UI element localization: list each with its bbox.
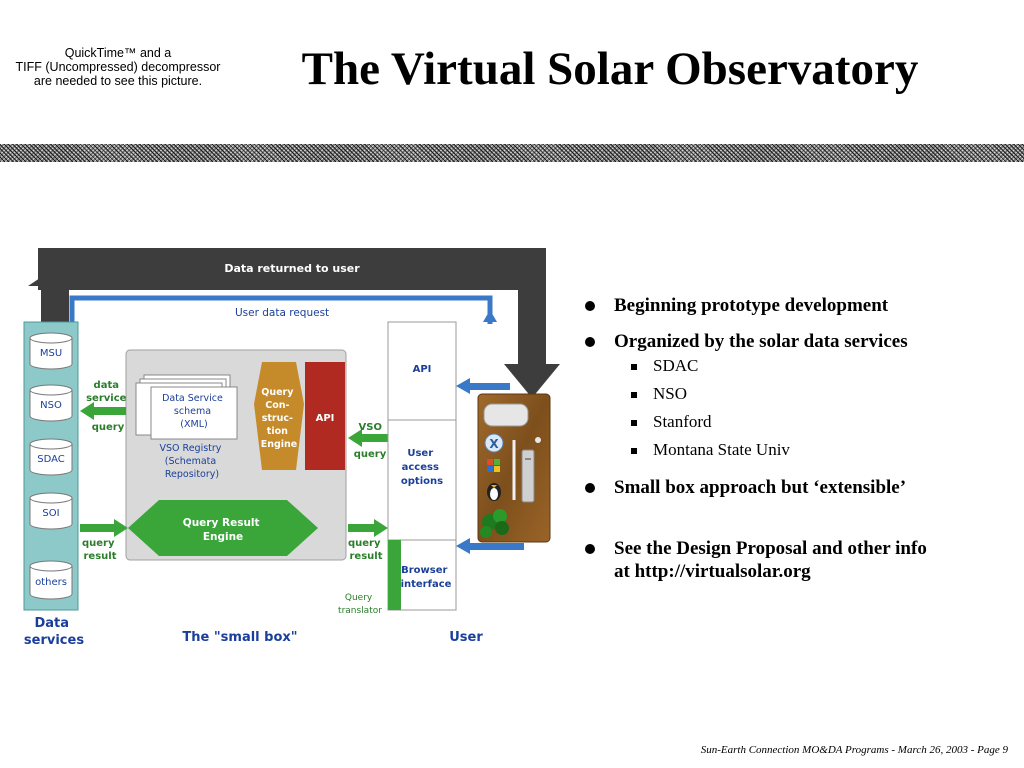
svg-text:others: others xyxy=(35,577,67,588)
user-data-request-label: User data request xyxy=(235,307,329,319)
sub-bullet-square xyxy=(631,448,637,454)
windows-icon xyxy=(487,459,500,472)
sub-bullet-square xyxy=(631,392,637,398)
vso-query-flow: VSO query xyxy=(348,422,388,460)
user-data-request-flow: User data request xyxy=(69,295,497,326)
query-result-right-flow: query result xyxy=(348,519,388,562)
svg-text:SOI: SOI xyxy=(42,508,59,519)
bullet-prototype: Beginning prototype development xyxy=(582,294,1012,317)
data-service-sdac: SDAC xyxy=(29,438,73,476)
bullet-dot xyxy=(585,301,595,311)
user-access-options-label: User access options xyxy=(401,448,443,487)
svg-text:Query Result Engine: Query Result Engine xyxy=(183,517,263,543)
bullet-dot xyxy=(585,544,595,554)
sub-bullet-sdac: SDAC xyxy=(582,356,1012,376)
user-label: User xyxy=(449,630,483,645)
small-box-label: The "small box" xyxy=(182,630,297,645)
data-service-msu: MSU xyxy=(29,332,73,370)
sub-bullet-list: SDAC NSO Stanford Montana State Univ xyxy=(582,356,1012,460)
mac-os-icon: X xyxy=(484,433,504,453)
plant-icon xyxy=(480,509,509,538)
sub-bullet-square xyxy=(631,420,637,426)
sub-bullet-montana: Montana State Univ xyxy=(582,440,1012,460)
query-construction-engine xyxy=(254,362,304,470)
svg-text:MSU: MSU xyxy=(40,348,62,359)
svg-text:query result: query result xyxy=(348,538,384,562)
qt-line-2: TIFF (Uncompressed) decompressor xyxy=(15,60,221,74)
vso-registry-label: VSO Registry (Schemata Repository) xyxy=(160,443,225,480)
inner-api-block xyxy=(305,362,345,470)
user-column: API User access options Browser interfac… xyxy=(338,321,483,645)
svg-text:X: X xyxy=(489,437,499,451)
sub-bullet-stanford: Stanford xyxy=(582,412,1012,432)
query-translator-label: Query translator xyxy=(338,593,382,616)
svg-text:data service query: data service query xyxy=(86,380,130,433)
title-divider xyxy=(0,144,1024,162)
bullet-list: Beginning prototype development Organize… xyxy=(582,294,1012,596)
data-services-label: Data services xyxy=(24,616,84,648)
svg-text:SDAC: SDAC xyxy=(37,454,65,465)
bullet-small-box: Small box approach but ‘extensible’ xyxy=(582,476,1012,499)
data-services-column: MSU NSO SDAC SOI others Data services xyxy=(23,321,84,648)
qt-line-1: QuickTime™ and a xyxy=(64,46,172,60)
data-service-schema-label: Data Service schema (XML) xyxy=(162,393,226,430)
svg-text:API: API xyxy=(413,364,432,375)
data-service-nso: NSO xyxy=(29,384,73,422)
slide-footer: Sun-Earth Connection MO&DA Programs - Ma… xyxy=(700,744,1008,756)
sub-bullet-nso: NSO xyxy=(582,384,1012,404)
svg-text:VSO query: VSO query xyxy=(354,422,387,460)
data-service-soi: SOI xyxy=(29,492,73,530)
query-result-engine xyxy=(128,500,318,556)
bullet-dot xyxy=(585,337,595,347)
user-input-arrows xyxy=(456,378,524,554)
bullet-dot xyxy=(585,483,595,493)
user-desk: X xyxy=(477,393,551,543)
svg-text:query result: query result xyxy=(82,538,118,562)
quicktime-placeholder-note: QuickTime™ and a TIFF (Uncompressed) dec… xyxy=(0,46,236,88)
data-service-others: others xyxy=(29,560,73,600)
query-result-left-flow: query result xyxy=(80,519,128,562)
linux-penguin-icon xyxy=(487,483,501,501)
data-returned-label: Data returned to user xyxy=(224,262,360,275)
qt-line-3: are needed to see this picture. xyxy=(33,74,203,88)
bullet-design-proposal: See the Design Proposal and other info a… xyxy=(582,537,1012,583)
vso-architecture-diagram: Data returned to user User data request … xyxy=(23,248,560,648)
computer-tower-icon xyxy=(521,449,535,503)
slide-title: The Virtual Solar Observatory xyxy=(301,43,919,95)
bullet-organized: Organized by the solar data services xyxy=(582,330,1012,353)
svg-text:NSO: NSO xyxy=(40,400,62,411)
data-service-query-flow: data service query xyxy=(80,380,130,433)
svg-text:Query Con- struc-: Query Con- struc- tion Engine xyxy=(261,387,298,450)
svg-text:API: API xyxy=(316,413,335,424)
sub-bullet-square xyxy=(631,364,637,370)
small-box-panel: Data Service schema (XML) VSO Registry (… xyxy=(125,349,347,561)
data-returned-flow: Data returned to user xyxy=(28,248,560,398)
browser-interface-label: Browser interface xyxy=(401,565,452,590)
